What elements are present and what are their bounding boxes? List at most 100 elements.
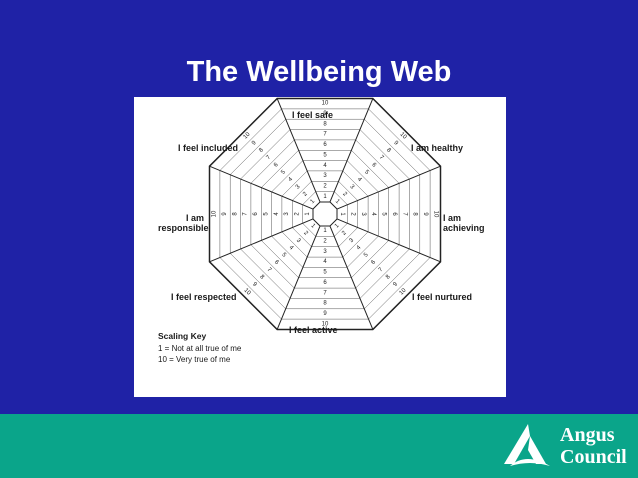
logo-text-angus: Angus: [560, 424, 615, 446]
web-scale-number: 6: [391, 212, 397, 216]
scaling-key: Scaling Key 1 = Not at all true of me 10…: [158, 331, 241, 366]
web-scale-number: 2: [302, 230, 309, 237]
web-scale-number: 8: [385, 274, 392, 281]
web-scale-number: 3: [295, 183, 302, 190]
web-scale-number: 7: [323, 132, 327, 138]
web-scale-number: 2: [341, 230, 348, 237]
web-spoke: [209, 165, 314, 210]
web-scale-number: 9: [323, 311, 327, 317]
angus-council-logo: Angus Council: [500, 420, 630, 472]
web-scale-number: 4: [323, 163, 327, 169]
slide-title: The Wellbeing Web: [186, 56, 452, 88]
web-scale-number: 3: [348, 237, 355, 244]
web-scale-number: 8: [323, 301, 327, 307]
web-scale-number: 6: [370, 259, 377, 266]
web-scale-number: 2: [295, 212, 301, 216]
web-scale-number: 1: [305, 212, 311, 216]
web-scale-number: 5: [363, 252, 370, 259]
web-scale-number: 1: [323, 194, 327, 200]
web-scale-number: 2: [341, 191, 348, 198]
web-scale-number: 6: [253, 212, 259, 216]
web-spoke: [336, 165, 441, 210]
scaling-key-line-max: 10 = Very true of me: [158, 355, 231, 364]
web-scale-number: 10: [399, 287, 408, 296]
scaling-key-line-min: 1 = Not at all true of me: [158, 344, 242, 353]
web-scale-number: 10: [212, 210, 218, 217]
web-spoke: [276, 98, 321, 203]
web-scale-number: 10: [399, 132, 408, 141]
web-spoke: [276, 225, 321, 330]
web-scale-number: 6: [323, 280, 327, 286]
web-scale-number: 8: [258, 147, 265, 154]
web-scale-number: 2: [302, 191, 309, 198]
web-scale-number: 3: [284, 212, 290, 216]
web-scale-number: 9: [251, 140, 258, 147]
web-scale-number: 2: [350, 212, 356, 216]
web-scale-number: 1: [334, 222, 341, 229]
web-spoke: [329, 98, 374, 203]
web-scale-number: 9: [392, 281, 399, 288]
web-scale-number: 10: [243, 288, 252, 297]
web-scale-number: 1: [323, 228, 327, 234]
web-scale-number: 6: [273, 162, 280, 169]
web-outer-octagon: [208, 97, 442, 331]
web-scale-number: 9: [222, 212, 228, 216]
web-scale-number: 5: [363, 169, 370, 176]
web-scale-number: 6: [273, 259, 280, 266]
web-scale-number: 9: [392, 140, 399, 147]
web-scale-number: 4: [274, 212, 280, 216]
web-scale-number: 7: [378, 266, 385, 273]
web-scale-number: 4: [288, 176, 295, 183]
web-scale-number: 5: [280, 169, 287, 176]
web-centre-octagon: [312, 201, 338, 227]
web-scale-number: 8: [323, 121, 327, 127]
web-scale-number: 5: [280, 252, 287, 259]
web-scale-number: 3: [295, 237, 302, 244]
web-scale-number: 9: [323, 111, 327, 117]
web-scale-number: 3: [323, 173, 327, 179]
web-scale-number: 5: [381, 212, 387, 216]
web-scale-number: 7: [323, 290, 327, 296]
web-scale-number: 2: [323, 184, 327, 190]
logo-text-council: Council: [560, 446, 627, 468]
web-spoke: [336, 218, 441, 263]
web-scale-number: 7: [378, 155, 385, 162]
web-scale-number: 1: [339, 212, 345, 216]
segment-label-responsible: I am responsible: [158, 213, 209, 233]
web-spoke: [329, 225, 374, 330]
web-scale-number: 3: [360, 212, 366, 216]
web-scale-number: 4: [288, 245, 295, 252]
segment-label-active: I feel active: [289, 325, 338, 335]
web-scale-number: 4: [356, 244, 363, 251]
footer-band: Angus Council: [0, 414, 638, 478]
web-scale-number: 5: [323, 152, 327, 158]
web-spoke: [209, 218, 314, 263]
angus-council-emblem-icon: [504, 424, 550, 466]
web-scale-number: 7: [243, 212, 249, 216]
web-scale-number: 10: [322, 321, 329, 327]
segment-label-nurtured: I feel nurtured: [412, 292, 473, 302]
web-scale-number: 3: [323, 249, 327, 255]
web-scale-number: 10: [322, 101, 329, 107]
web-scale-number: 10: [432, 211, 438, 218]
web-scale-number: 2: [323, 239, 327, 245]
web-scale-number: 4: [370, 212, 376, 216]
web-scale-number: 5: [263, 212, 269, 216]
web-scale-number: 8: [385, 147, 392, 154]
web-scale-number: 6: [323, 142, 327, 148]
web-scale-number: 1: [334, 198, 341, 205]
web-scale-number: 7: [266, 267, 273, 274]
web-scale-number: 9: [422, 212, 428, 216]
web-scale-number: 7: [266, 154, 273, 161]
segment-label-achieving: I am achieving: [443, 213, 485, 233]
web-scale-number: 7: [401, 212, 407, 216]
web-scale-number: 4: [356, 177, 363, 184]
segment-label-healthy: I am healthy: [411, 143, 464, 153]
web-scale-number: 8: [412, 212, 418, 216]
scaling-key-title: Scaling Key: [158, 331, 207, 341]
web-scale-number: 3: [348, 184, 355, 191]
web-scale-number: 8: [258, 274, 265, 281]
segment-label-included: I feel included: [178, 143, 239, 153]
